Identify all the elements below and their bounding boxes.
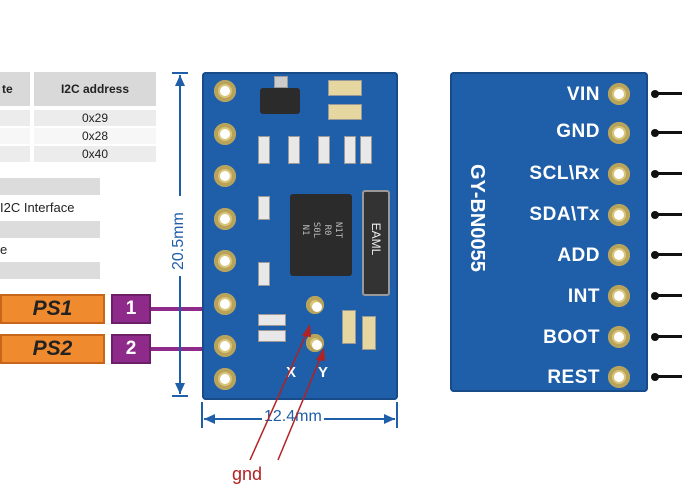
table-bar bbox=[0, 221, 100, 238]
chip-marking: S0L bbox=[311, 221, 321, 239]
resistor bbox=[258, 196, 270, 220]
table-cell bbox=[0, 110, 30, 126]
lead bbox=[655, 375, 682, 378]
height-dimension-label: 20.5mm bbox=[170, 212, 187, 270]
chip-marking: R0 bbox=[322, 224, 332, 236]
capacitor bbox=[328, 104, 362, 120]
pin-label-add: ADD bbox=[557, 245, 600, 266]
table-bar bbox=[0, 178, 100, 195]
bno055-chip: N1T R0 S0L N1 bbox=[290, 194, 352, 276]
width-dimension-label: 12.4mm bbox=[262, 408, 324, 426]
lead bbox=[655, 294, 682, 297]
pad bbox=[214, 208, 236, 230]
height-dimension-bg bbox=[164, 196, 196, 276]
pad bbox=[214, 335, 236, 357]
resistor bbox=[360, 136, 372, 164]
table-header-state: te bbox=[0, 72, 30, 106]
pin-label-sda: SDA\Tx bbox=[529, 204, 600, 225]
resistor bbox=[344, 136, 356, 164]
pin-pad bbox=[608, 163, 630, 185]
pad bbox=[214, 80, 236, 102]
ps1-label: PS1 bbox=[0, 294, 105, 324]
axis-y-label: Y bbox=[318, 364, 329, 381]
pin-label-vin: VIN bbox=[566, 84, 600, 105]
pin-pad bbox=[608, 244, 630, 266]
ps1-number: 1 bbox=[111, 294, 151, 324]
pin-label-scl: SCL\Rx bbox=[529, 163, 600, 184]
pad bbox=[214, 293, 236, 315]
pad bbox=[214, 165, 236, 187]
pad bbox=[214, 368, 236, 390]
lead bbox=[655, 213, 682, 216]
ps2-jumper bbox=[306, 334, 324, 352]
resistor bbox=[288, 136, 300, 164]
pin-pad bbox=[608, 204, 630, 226]
chip-marking: N1T bbox=[333, 221, 343, 239]
i2c-interface-label: I2C Interface bbox=[0, 200, 75, 215]
capacitor bbox=[362, 316, 376, 350]
pin-label-boot: BOOT bbox=[543, 327, 600, 348]
pin-label-rest: REST bbox=[547, 367, 600, 388]
capacitor bbox=[328, 80, 362, 96]
table-row: 0x29 bbox=[34, 110, 156, 126]
table-cell bbox=[0, 146, 30, 162]
chip-marking: N1 bbox=[300, 224, 310, 236]
crystal: EAML bbox=[362, 190, 390, 296]
pin-pad bbox=[608, 366, 630, 388]
pin-pad bbox=[608, 285, 630, 307]
lead bbox=[655, 335, 682, 338]
ps1-jumper bbox=[306, 296, 324, 314]
lead bbox=[655, 131, 682, 134]
pin-label-gnd: GND bbox=[556, 121, 600, 142]
lead bbox=[655, 253, 682, 256]
ps2-number: 2 bbox=[111, 334, 151, 364]
pin-pad bbox=[608, 326, 630, 348]
pin-label-int: INT bbox=[567, 286, 600, 307]
resistor bbox=[258, 314, 286, 326]
sensor-board-back: GY-BN0055 VIN GND SCL\Rx SDA\Tx ADD INT … bbox=[450, 72, 648, 392]
gnd-arrows bbox=[249, 324, 325, 461]
ps2-label: PS2 bbox=[0, 334, 105, 364]
pin-pad bbox=[608, 83, 630, 105]
regulator-tab bbox=[274, 76, 288, 88]
side-label: e bbox=[0, 242, 8, 257]
pin-pad bbox=[608, 122, 630, 144]
gnd-annotation: gnd bbox=[232, 464, 263, 484]
table-row: 0x40 bbox=[34, 146, 156, 162]
resistor bbox=[258, 330, 286, 342]
lead bbox=[655, 92, 682, 95]
pin-label-column: VIN GND SCL\Rx SDA\Tx ADD INT BOOT REST bbox=[450, 72, 600, 392]
resistor bbox=[258, 262, 270, 286]
resistor bbox=[258, 136, 270, 164]
pad bbox=[214, 250, 236, 272]
sensor-board-front: N1T R0 S0L N1 EAML X Y bbox=[202, 72, 398, 400]
resistor bbox=[318, 136, 330, 164]
regulator-chip bbox=[260, 88, 300, 114]
lead bbox=[655, 172, 682, 175]
capacitor bbox=[342, 310, 356, 344]
table-row: 0x28 bbox=[34, 128, 156, 144]
table-header-address: I2C address bbox=[34, 72, 156, 106]
crystal-marking: EAML bbox=[369, 222, 383, 256]
table-cell bbox=[0, 128, 30, 144]
table-bar bbox=[0, 262, 100, 279]
axis-x-label: X bbox=[286, 364, 297, 381]
pad bbox=[214, 123, 236, 145]
